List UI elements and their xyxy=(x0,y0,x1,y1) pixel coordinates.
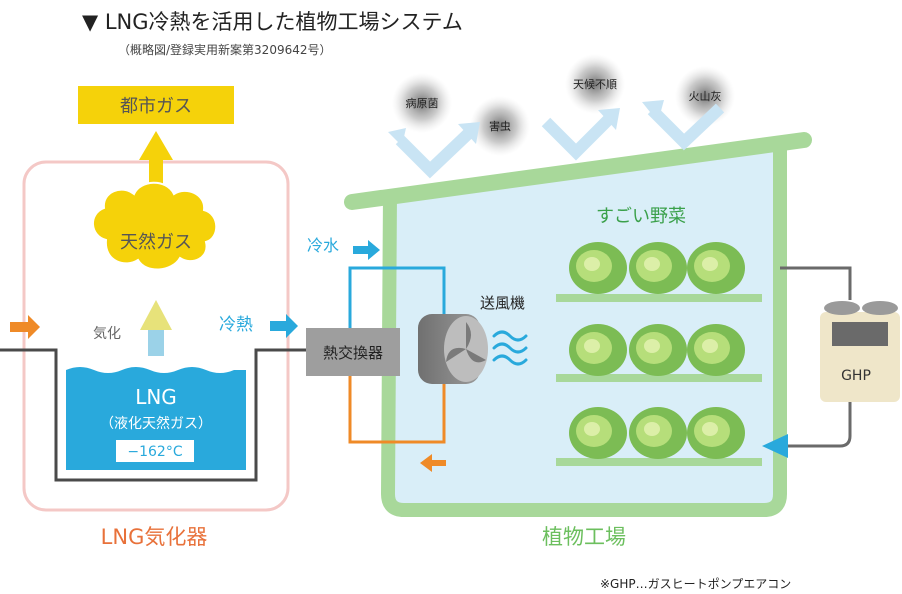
natural-gas-cloud xyxy=(92,181,218,271)
lng-name: LNG xyxy=(135,385,177,409)
warm-water-pipe xyxy=(348,376,446,444)
lettuce-r1-c3 xyxy=(687,242,745,294)
lettuce-r1-c1 xyxy=(569,242,627,294)
page-title: ▼ LNG冷熱を活用した植物工場システム xyxy=(82,10,463,34)
deflect-arrow-2 xyxy=(541,113,615,161)
ghp-label: GHP xyxy=(841,368,871,384)
city-gas-box xyxy=(78,86,234,124)
lng-temp-box xyxy=(116,440,194,462)
ghp-return-arrow xyxy=(762,434,788,458)
threat-label-insect: 害虫 xyxy=(489,119,511,133)
threat-label-pathogen: 病原菌 xyxy=(406,96,439,110)
warm-water-return-arrow xyxy=(420,454,446,472)
lettuce-r3-c2 xyxy=(629,407,687,459)
vaporize-arrow-base xyxy=(148,330,164,356)
factory-label: 植物工場 xyxy=(542,525,626,549)
shelf-3 xyxy=(556,458,762,466)
threat-cloud-weather xyxy=(565,54,625,114)
threat-cloud-pathogen xyxy=(392,73,452,133)
ghp-panel xyxy=(832,322,888,346)
lettuce-group xyxy=(569,242,745,459)
heat-exchanger-label: 熱交換器 xyxy=(323,344,383,362)
cold-water-label: 冷水 xyxy=(307,236,339,255)
lng-temp: −162°C xyxy=(127,444,182,460)
ghp-pipe-top xyxy=(780,266,852,300)
cold-heat-arrow xyxy=(270,314,298,338)
vegetables-label: すごい野菜 xyxy=(596,206,686,227)
fan-blades xyxy=(446,322,486,363)
lettuce-r2-c2 xyxy=(629,324,687,376)
city-gas-label: 都市ガス xyxy=(120,96,192,117)
ghp-fan-left xyxy=(824,301,860,315)
heat-exchanger-box xyxy=(306,328,400,376)
fan-label: 送風機 xyxy=(480,294,525,312)
lng-tank xyxy=(66,367,246,470)
threat-cloud-insect xyxy=(470,96,530,156)
shelf-1 xyxy=(556,294,762,302)
lng-subname: （液化天然ガス） xyxy=(100,415,212,432)
vaporize-label: 気化 xyxy=(93,326,121,342)
deflect-arrow-1 xyxy=(395,127,475,179)
footnote: ※GHP…ガスヒートポンプエアコン xyxy=(600,577,791,591)
vaporizer-label: LNG気化器 xyxy=(101,525,208,549)
lettuce-r2-c3 xyxy=(687,324,745,376)
natural-gas-label: 天然ガス xyxy=(120,232,192,253)
lng-pipe xyxy=(0,348,306,482)
air-flow-waves xyxy=(492,330,528,366)
threat-label-ash: 火山灰 xyxy=(689,89,722,103)
deflect-arrow-1-head-b xyxy=(458,122,480,144)
page-subtitle: （概略図/登録実用新案第3209642号） xyxy=(118,42,332,57)
threat-label-weather: 天候不順 xyxy=(573,77,617,91)
shelf-2 xyxy=(556,374,762,382)
ghp-fan-right xyxy=(862,301,898,315)
orange-input-arrow xyxy=(10,315,40,339)
deflect-arrow-1-head-a xyxy=(388,128,406,146)
cold-water-arrow xyxy=(353,240,380,260)
lettuce-r3-c3 xyxy=(687,407,745,459)
lettuce-r2-c1 xyxy=(569,324,627,376)
deflect-arrow-3 xyxy=(647,103,725,151)
lettuce-r1-c2 xyxy=(629,242,687,294)
factory-roof xyxy=(344,132,812,210)
up-arrow-to-city-gas xyxy=(139,131,173,188)
ghp-pipe-bottom xyxy=(786,402,852,448)
deflect-arrow-2-head xyxy=(598,108,620,130)
cold-water-pipe xyxy=(348,266,446,350)
lettuce-r3-c1 xyxy=(569,407,627,459)
deflect-arrow-3-head xyxy=(642,100,664,122)
cold-heat-label: 冷熱 xyxy=(219,315,253,335)
